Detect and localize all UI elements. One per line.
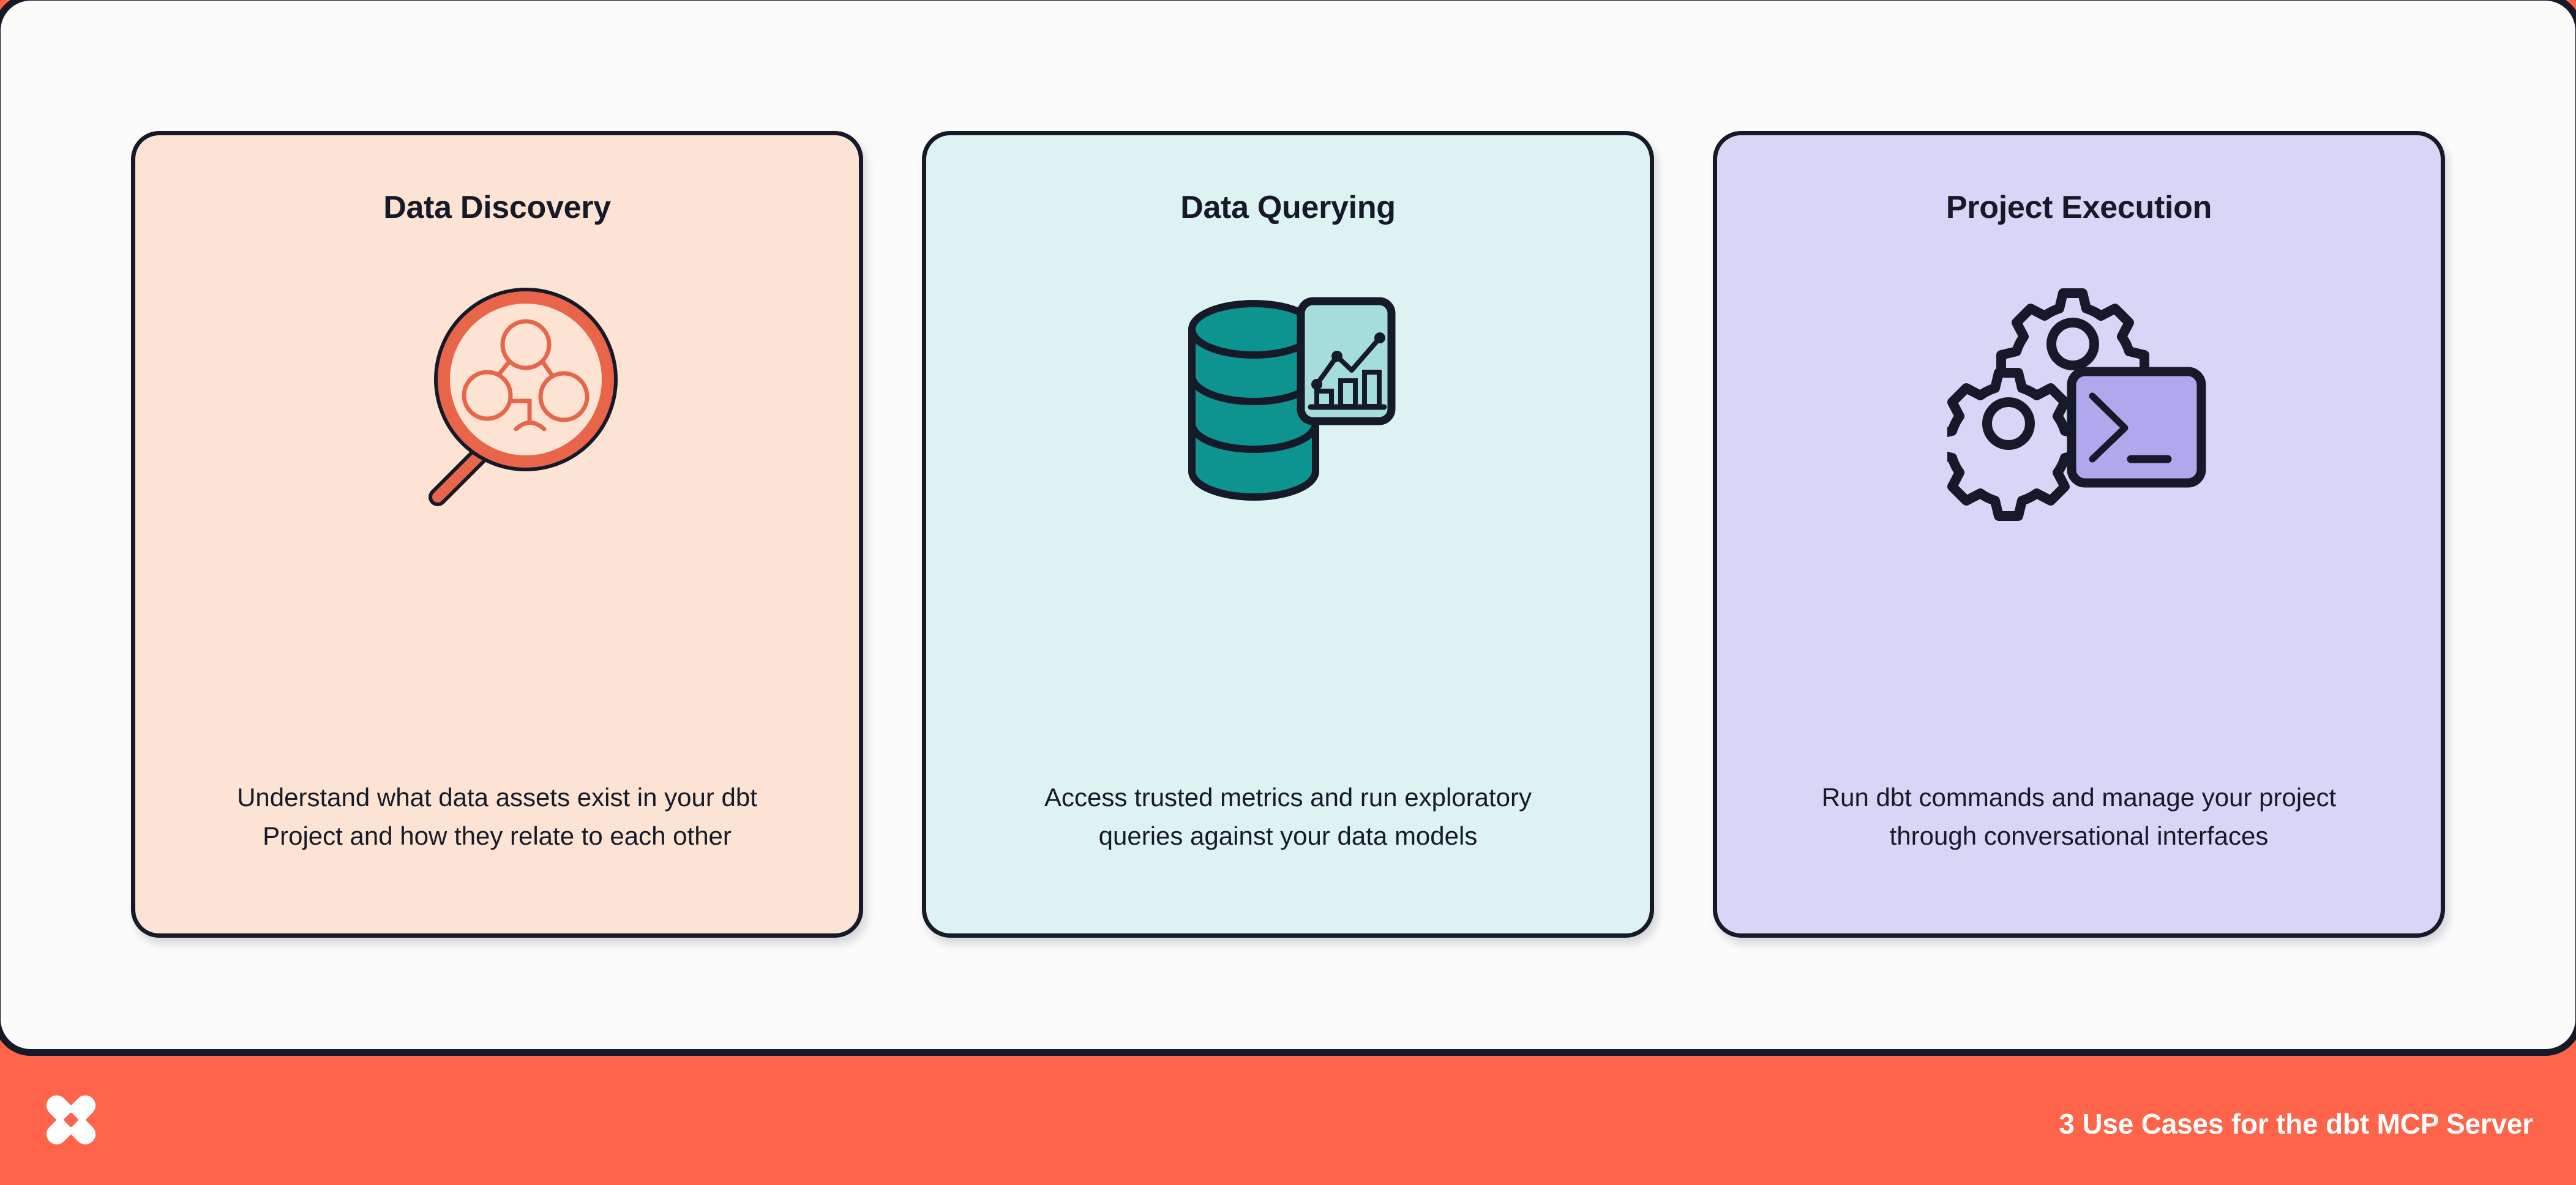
use-case-card-data-querying[interactable]: Data Querying xyxy=(922,130,1654,938)
use-case-card-row: Data Discovery xyxy=(131,130,2445,938)
use-case-card-data-discovery[interactable]: Data Discovery xyxy=(131,130,863,938)
card-description: Understand what data assets exist in you… xyxy=(237,782,757,850)
card-description: Run dbt commands and manage your project… xyxy=(1821,782,2337,850)
card-illustration xyxy=(926,255,1650,549)
card-title: Data Discovery xyxy=(383,189,611,225)
use-case-card-project-execution[interactable]: Project Execution xyxy=(1713,130,2445,938)
card-description: Access trusted metrics and run explorato… xyxy=(1044,782,1532,850)
dbt-logo xyxy=(46,1095,96,1145)
footer-caption: 3 Use Cases for the dbt MCP Server xyxy=(2059,1107,2533,1140)
card-illustration xyxy=(1717,255,2441,549)
gear-icon xyxy=(1947,367,2085,521)
magnifying-glass-lineage-icon xyxy=(429,287,618,506)
card-title: Data Querying xyxy=(1180,189,1396,225)
database-chart-icon xyxy=(1188,297,1396,501)
card-illustration xyxy=(135,255,859,549)
gears-terminal-icon xyxy=(1947,288,2206,521)
footer-bar: 3 Use Cases for the dbt MCP Server xyxy=(0,1062,2576,1185)
card-title: Project Execution xyxy=(1945,189,2212,225)
